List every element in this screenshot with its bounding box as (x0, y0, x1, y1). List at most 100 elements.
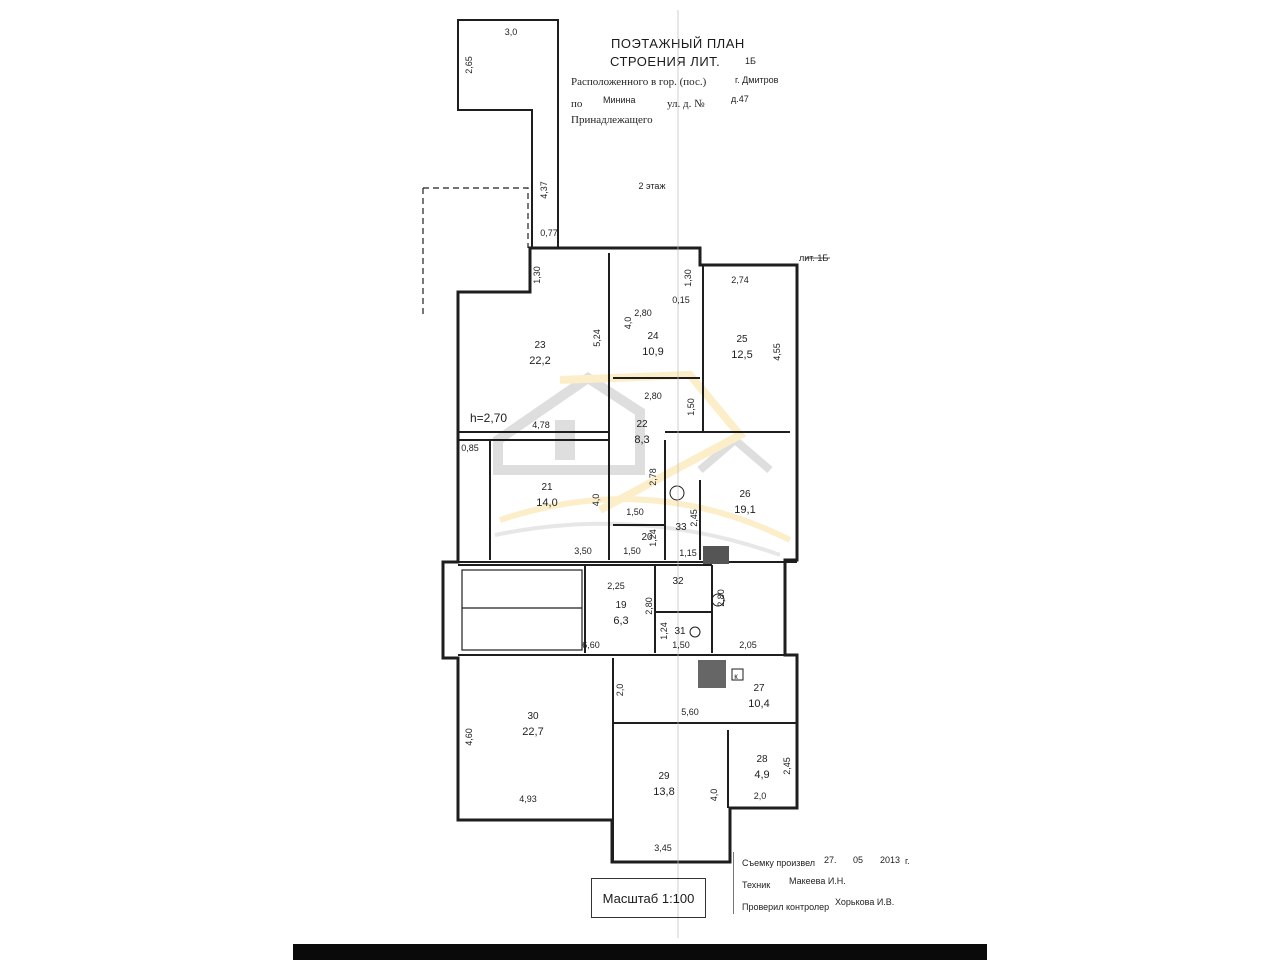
check-label: Проверил контролер (742, 902, 830, 912)
scale-box: Масштаб 1:100 (591, 878, 706, 918)
street-label: ул. д. № (667, 98, 705, 110)
dimension-label: 2,0 (615, 684, 625, 697)
floor-label: 2 этаж (639, 181, 666, 191)
located-label: Расположенного в гор. (пос.) (571, 76, 707, 88)
room-number-30: 30 (527, 711, 539, 722)
room-number-27: 27 (753, 683, 765, 694)
dimension-label: 6,60 (582, 640, 600, 650)
dimension-label: 0,15 (672, 295, 690, 305)
room-area-26: 19,1 (734, 504, 755, 516)
dimension-label: 2,80 (644, 391, 662, 401)
dimension-label: 4,37 (539, 181, 549, 199)
k-marker: к (734, 672, 738, 681)
room-number-23: 23 (534, 340, 546, 351)
height-note: h=2,70 (470, 411, 507, 425)
dimension-label: 1,50 (686, 398, 696, 416)
lit-marker: лит. 1Б (799, 253, 828, 263)
lit-value: 1Б (745, 56, 756, 66)
room-number-24: 24 (647, 331, 659, 342)
room-number-32: 32 (672, 576, 684, 587)
street-value: Минина (603, 95, 636, 105)
dimension-label: 3,45 (654, 843, 672, 853)
dimension-label: 4,93 (519, 794, 537, 804)
dimension-label: 1,24 (659, 622, 669, 640)
room-area-30: 22,7 (522, 726, 543, 738)
survey-day: 27. (824, 855, 837, 865)
dimension-label: 4,0 (591, 494, 601, 507)
dimension-label: 2,80 (634, 308, 652, 318)
room-number-21: 21 (541, 482, 553, 493)
room-area-21: 14,0 (536, 497, 557, 509)
dimension-label: 2,80 (644, 597, 654, 615)
room-number-26: 26 (739, 489, 751, 500)
city-value: г. Дмитров (735, 75, 779, 85)
dimension-label: 2,05 (739, 640, 757, 650)
street-prefix: по (571, 98, 583, 110)
room-number-31: 31 (674, 626, 686, 637)
dimension-label: 4,55 (772, 343, 782, 361)
room-area-22: 8,3 (634, 434, 649, 446)
ventilation-shafts (669, 485, 744, 688)
survey-label: Съемку произвел (742, 858, 816, 868)
dimension-label: 2,45 (782, 757, 792, 775)
room-number-22: 22 (636, 419, 648, 430)
survey-year: 2013 (880, 855, 901, 865)
dimension-label: 4,0 (623, 317, 633, 330)
room-number-20: 20 (641, 532, 653, 543)
document-title: ПОЭТАЖНЫЙ ПЛАН (611, 36, 745, 51)
check-name: Хорькова И.В. (835, 897, 895, 907)
room-area-24: 10,9 (642, 346, 663, 358)
dimension-label: 1,30 (532, 266, 542, 284)
dimension-label: 2,74 (731, 275, 749, 285)
room-number-19: 19 (615, 600, 627, 611)
dimension-label: 1,15 (679, 548, 697, 558)
floor-plan-sheet (293, 0, 987, 960)
dimension-label: 4,60 (464, 728, 474, 746)
dimension-label: 1,50 (626, 507, 644, 517)
survey-suffix: г. (905, 856, 910, 866)
room-area-19: 6,3 (613, 615, 628, 627)
house-value: д.47 (731, 94, 749, 104)
document-subtitle: СТРОЕНИЯ ЛИТ. (610, 54, 721, 69)
dimension-label: 3,50 (574, 546, 592, 556)
room-area-29: 13,8 (653, 786, 674, 798)
watermark-logo (493, 370, 792, 557)
annex-dashed (422, 187, 529, 315)
dimension-label: 5,24 (592, 329, 602, 347)
room-area-25: 12,5 (731, 349, 752, 361)
dimension-label: 5,60 (681, 707, 699, 717)
room-number-33: 33 (675, 522, 687, 533)
bottom-edge (293, 944, 987, 960)
dimension-label: 1,24 (648, 529, 658, 547)
room-number-25: 25 (736, 334, 748, 345)
dimension-label: 1,30 (683, 269, 693, 287)
dimension-label: 2,65 (464, 56, 474, 74)
dimension-label: 2,80 (716, 589, 726, 607)
dimension-label: 3,0 (505, 27, 518, 37)
room-area-27: 10,4 (748, 698, 769, 710)
dimension-label: 1,50 (672, 640, 690, 650)
tech-label: Техник (742, 880, 771, 890)
dimension-label: 2,25 (607, 581, 625, 591)
dimension-label: 1,50 (623, 546, 641, 556)
dimension-label: 0,77 (540, 228, 558, 238)
room-number-29: 29 (658, 771, 670, 782)
dimension-label: 2,78 (648, 468, 658, 486)
outer-wall (441, 246, 799, 864)
room-number-28: 28 (756, 754, 768, 765)
dimension-label: 2,45 (689, 509, 699, 527)
dimension-label: 0,85 (461, 443, 479, 453)
stamp-block (733, 852, 916, 914)
room-area-28: 4,9 (754, 769, 769, 781)
owner-label: Принадлежащего (571, 114, 653, 126)
dimension-label: 4,78 (532, 420, 550, 430)
survey-month: 05 (853, 855, 864, 865)
tech-name: Макеева И.Н. (789, 876, 846, 886)
annex-wall (457, 19, 559, 249)
room-area-23: 22,2 (529, 355, 550, 367)
scale-label: Масштаб 1:100 (602, 890, 695, 906)
staircase (461, 569, 583, 651)
dimension-label: 2,0 (754, 791, 767, 801)
